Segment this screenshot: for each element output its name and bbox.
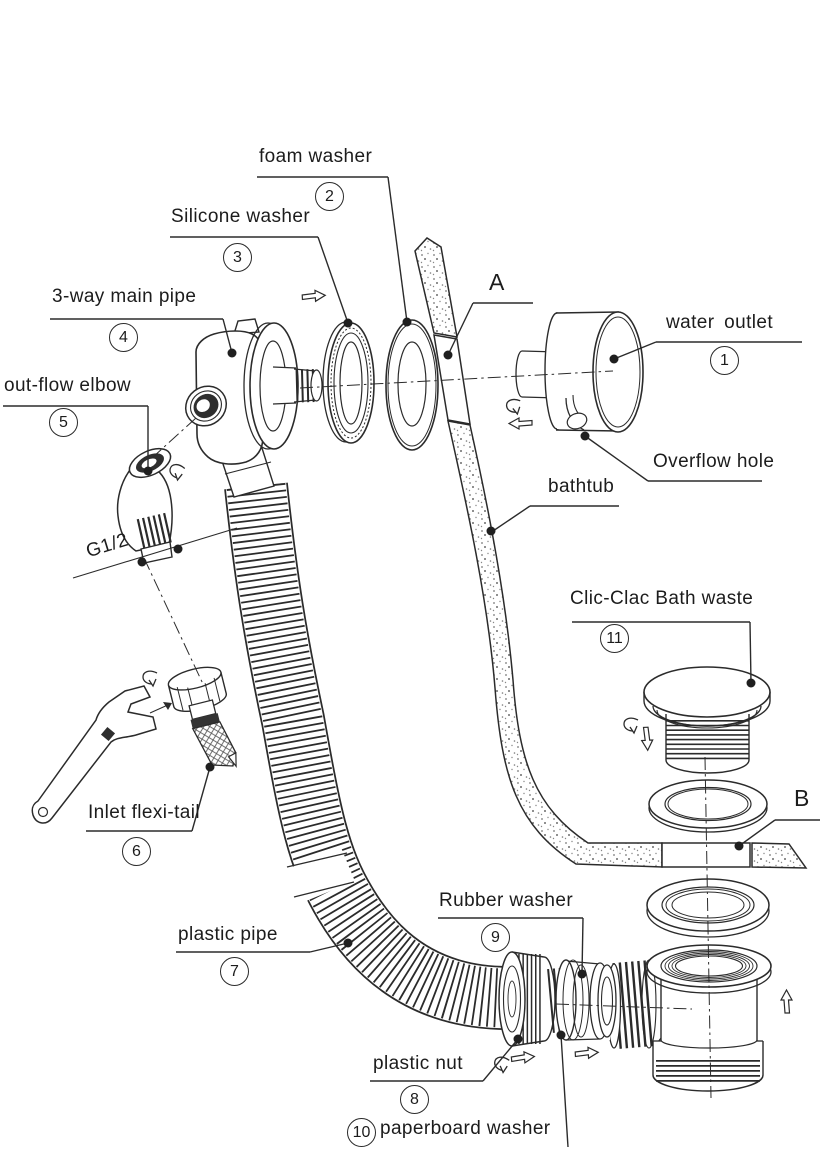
label-three-way-main-pipe: 3-way main pipe	[52, 286, 197, 307]
label-plastic-nut: plastic nut	[373, 1053, 463, 1074]
leader-dots	[143, 317, 756, 1044]
plastic-pipe-part	[224, 482, 509, 1030]
label-foam-washer: foam washer	[259, 146, 373, 167]
label-plastic-pipe: plastic pipe	[178, 924, 278, 945]
drain-top-washer-part	[648, 779, 768, 833]
direction-arrow-icon	[507, 416, 533, 431]
label-rubber-washer: Rubber washer	[439, 890, 574, 911]
floor-cutout-b	[661, 842, 751, 868]
part-number-11: 11	[600, 624, 629, 653]
direction-arrow-icon	[510, 1050, 536, 1064]
part-number-10: 10	[347, 1118, 376, 1147]
part-number-5: 5	[49, 408, 78, 437]
label-inlet-flexi-tail: Inlet flexi-tail	[88, 802, 200, 823]
drain-tee-part	[606, 944, 772, 1092]
rotation-arrow-icon	[494, 1056, 510, 1074]
label-silicone-washer: Silicone washer	[171, 206, 311, 227]
wrench-icon	[31, 685, 172, 824]
direction-arrow-icon	[301, 289, 327, 303]
foam-washer-part	[385, 319, 439, 451]
label-clic-clac-bath-waste: Clic-Clac Bath waste	[570, 588, 754, 609]
label-section-a: A	[489, 269, 505, 295]
direction-arrows	[301, 289, 794, 1064]
direction-arrow-icon	[779, 988, 794, 1014]
label-section-b: B	[794, 785, 810, 811]
label-water-outlet: water outlet	[666, 312, 774, 333]
label-out-flow-elbow: out-flow elbow	[4, 375, 132, 396]
part-number-4: 4	[109, 323, 138, 352]
overflow-hole-feature	[566, 412, 588, 430]
label-paperboard-washer: paperboard washer	[380, 1118, 551, 1139]
rotation-arrow-icon	[169, 463, 186, 482]
direction-arrow-icon	[574, 1046, 600, 1060]
rotation-arrow-icon	[623, 717, 639, 735]
three-way-main-pipe-part	[184, 318, 323, 498]
silicone-washer-part	[322, 321, 375, 444]
plastic-nut-part	[498, 951, 556, 1047]
clic-clac-waste-part	[643, 666, 771, 774]
center-lines	[143, 370, 712, 1099]
part-number-6: 6	[122, 837, 151, 866]
label-bathtub: bathtub	[548, 476, 615, 497]
direction-arrow-icon	[640, 726, 654, 752]
inlet-flexi-tail-part	[167, 666, 237, 768]
label-overflow-hole: Overflow hole	[653, 451, 775, 472]
part-number-1: 1	[710, 346, 739, 375]
leader-lines	[3, 176, 820, 1148]
rotation-arrow-icon	[142, 670, 158, 688]
rotation-arrows	[142, 398, 639, 1074]
out-flow-elbow-part	[116, 447, 175, 564]
part-number-3: 3	[223, 243, 252, 272]
part-number-2: 2	[315, 182, 344, 211]
part-number-7: 7	[220, 957, 249, 986]
water-outlet-part	[515, 311, 644, 433]
washer-sleeve-part	[555, 959, 617, 1041]
thread-dimension	[72, 527, 238, 579]
part-number-9: 9	[481, 923, 510, 952]
part-number-8: 8	[400, 1085, 429, 1114]
rotation-arrow-icon	[505, 398, 521, 416]
